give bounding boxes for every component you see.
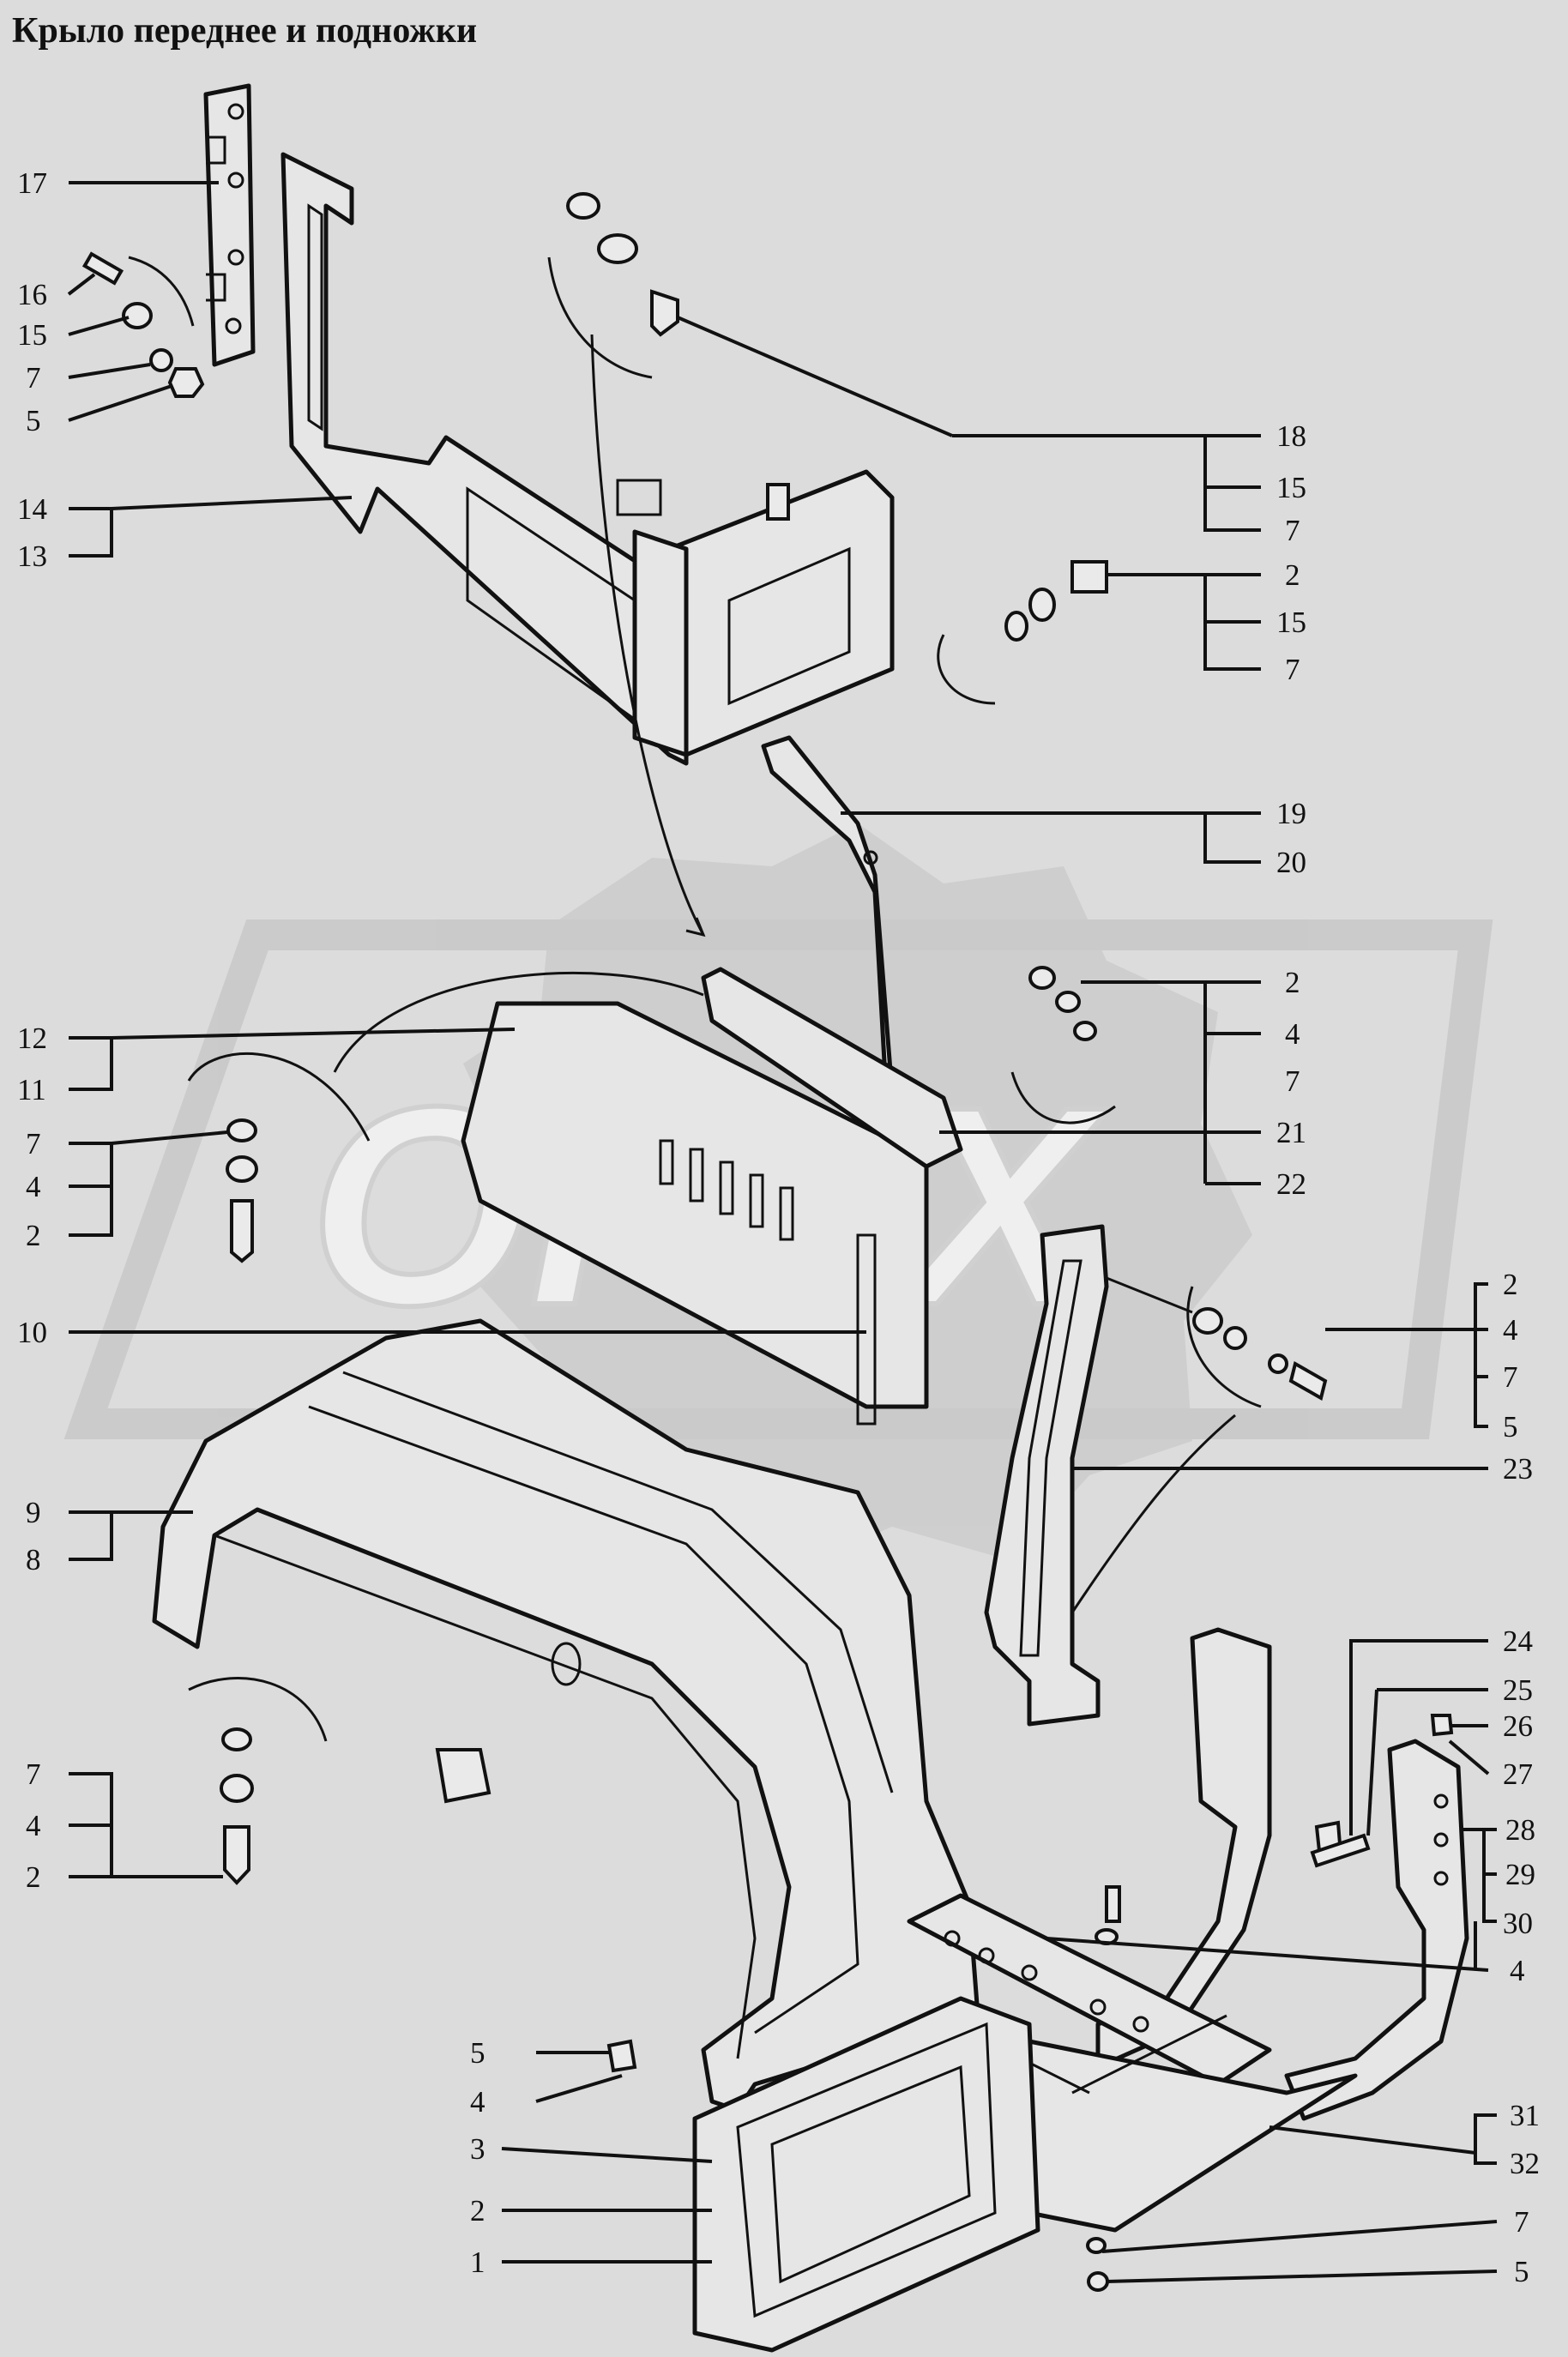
callout-18: 18 (1276, 419, 1306, 453)
callout-4: 4 (1285, 1017, 1300, 1051)
callout-7: 7 (1285, 514, 1300, 547)
fasteners-group-2g (188, 1677, 492, 1885)
bracket-box-18 (616, 469, 895, 757)
callout-20: 20 (1276, 846, 1306, 879)
callout-5: 5 (1514, 2255, 1529, 2288)
fasteners-group-18 (547, 192, 706, 937)
callout-16: 16 (17, 278, 47, 311)
callout-26: 26 (1503, 1709, 1533, 1743)
leader-lines (67, 181, 1498, 2283)
callout-15: 15 (1276, 471, 1306, 504)
callout-7: 7 (1285, 1064, 1300, 1098)
fasteners-group-2e (226, 1118, 258, 1263)
callout-12: 12 (17, 1022, 47, 1055)
callout-2: 2 (26, 1219, 41, 1252)
callout-3: 3 (470, 2132, 485, 2166)
callout-2: 2 (1285, 558, 1300, 592)
callout-7: 7 (1285, 653, 1300, 686)
callout-23: 23 (1503, 1452, 1533, 1486)
callout-19: 19 (1276, 797, 1306, 830)
callout-29: 29 (1505, 1858, 1535, 1891)
fasteners-group-16 (81, 251, 205, 398)
callout-2: 2 (26, 1860, 41, 1894)
callout-5: 5 (1503, 1410, 1518, 1444)
fasteners-group-2a (937, 560, 1108, 705)
callout-2: 2 (470, 2194, 485, 2227)
callout-32: 32 (1510, 2147, 1540, 2180)
callout-31: 31 (1510, 2099, 1540, 2132)
plate-11-12 (187, 967, 963, 1426)
callout-2: 2 (1285, 966, 1300, 999)
callout-30: 30 (1503, 1907, 1533, 1940)
fasteners-group-2b (1010, 966, 1116, 1124)
callout-21: 21 (1276, 1116, 1306, 1149)
callout-11: 11 (17, 1073, 46, 1106)
callout-5: 5 (470, 2036, 485, 2070)
fasteners-group-2f (1070, 1276, 1328, 1613)
callout-9: 9 (26, 1496, 41, 1529)
callout-4: 4 (470, 2085, 485, 2119)
fender-8-9 (152, 1318, 980, 2113)
page-title: Крыло переднее и подножки (12, 11, 478, 51)
callout-4: 4 (1510, 1954, 1525, 1987)
callout-4: 4 (1503, 1313, 1518, 1347)
callout-7: 7 (1514, 2205, 1529, 2239)
bracket-23 (984, 1224, 1109, 1727)
callout-1: 1 (470, 2245, 485, 2279)
callout-17: 17 (17, 166, 47, 200)
step-plate-30-32 (907, 1885, 1358, 2292)
callout-14: 14 (17, 492, 47, 526)
battery-box-1-3 (606, 1996, 1040, 2353)
bracket-17 (203, 83, 256, 367)
callout-7: 7 (26, 1757, 41, 1791)
callout-4: 4 (26, 1170, 41, 1203)
callout-2: 2 (1503, 1268, 1518, 1301)
callout-15: 15 (17, 318, 47, 352)
callout-25: 25 (1503, 1673, 1533, 1707)
callout-15: 15 (1276, 606, 1306, 639)
callout-24: 24 (1503, 1625, 1533, 1658)
callout-8: 8 (26, 1543, 41, 1576)
callout-13: 13 (17, 540, 47, 573)
callout-5: 5 (26, 404, 41, 437)
callout-7: 7 (26, 361, 41, 395)
callout-7: 7 (26, 1127, 41, 1160)
callout-7: 7 (1503, 1360, 1518, 1394)
callout-4: 4 (26, 1809, 41, 1842)
callout-22: 22 (1276, 1167, 1306, 1201)
callout-labels: 17 16 15 7 5 14 13 18 15 7 2 15 7 19 20 … (17, 166, 1540, 2288)
callout-27: 27 (1503, 1757, 1533, 1791)
callout-10: 10 (17, 1316, 47, 1349)
callout-28: 28 (1505, 1813, 1535, 1847)
